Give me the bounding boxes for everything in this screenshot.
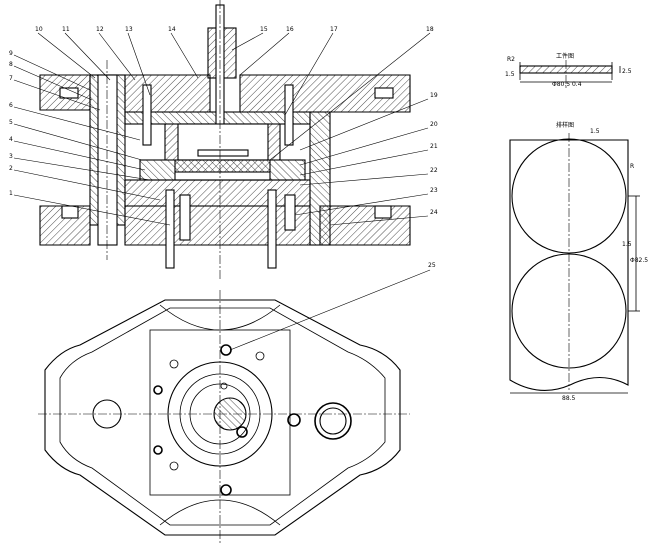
callout-4: 4: [9, 136, 13, 143]
lower-bolt-left: [165, 189, 175, 269]
lower-base-slot-right: [374, 205, 392, 219]
upper-base-slot-left: [59, 87, 79, 99]
die-set-outline-inner: [59, 307, 386, 526]
strip-layout: 排样图 1.5 R 1.5 Φ82.5 88.5: [509, 121, 648, 402]
callout-5: 5: [9, 119, 13, 126]
screw-hole-4: [153, 445, 163, 455]
push-plate: [197, 149, 249, 157]
die-plate: [124, 179, 311, 207]
callout-2: 2: [9, 165, 13, 172]
guide-bushing-right: [309, 111, 331, 246]
callout-13: 13: [125, 26, 133, 33]
callout-18: 18: [426, 26, 434, 33]
callout-21: 21: [430, 143, 438, 150]
part-dim-diameter: Φ80.5 0.4: [552, 81, 582, 88]
layout-dim-width: 88.5: [562, 395, 576, 402]
bolt-right-upper: [284, 84, 294, 146]
callout-19: 19: [430, 92, 438, 99]
callout-23: 23: [430, 187, 438, 194]
callout-1: 1: [9, 190, 13, 197]
die-ring-1: [167, 361, 273, 467]
callout-25: 25: [428, 262, 436, 269]
callout-3: 3: [9, 153, 13, 160]
pin-hole-2: [169, 461, 179, 471]
part-dim-height: 2.5: [622, 68, 632, 75]
callout-12: 12: [96, 26, 104, 33]
callout-10: 10: [35, 26, 43, 33]
callout-7: 7: [9, 75, 13, 82]
die-set-outline-outer: [44, 299, 401, 536]
callout-22: 22: [430, 167, 438, 174]
lower-bolt-right: [267, 189, 277, 269]
layout-dim-radius: R: [630, 163, 634, 170]
pin-hole-3: [255, 351, 265, 361]
layout-dim-top: 1.5: [590, 128, 600, 135]
guide-hole-left: [92, 399, 122, 429]
guide-post-left: [97, 74, 118, 246]
callout-24: 24: [430, 209, 438, 216]
callout-8: 8: [9, 61, 13, 68]
screw-hole-1: [220, 344, 232, 356]
strip-outline: [509, 139, 629, 391]
callout-6: 6: [9, 102, 13, 109]
die-cutout-top: [159, 304, 281, 331]
callout-9: 9: [9, 50, 13, 57]
die-cutout-bottom: [159, 499, 281, 526]
blank-holder: [174, 171, 271, 181]
callouts-top: 10 11 12 13 14 15 16 17 18: [35, 26, 434, 161]
section-view: [39, 0, 411, 280]
callout-17: 17: [330, 26, 338, 33]
die-ring-3: [189, 383, 251, 445]
pin-hole-1: [169, 359, 179, 369]
part-drawing: 工件图 1.5 2.5 R2 Φ80.5 0.4: [505, 52, 632, 88]
pin-hole-5: [236, 426, 248, 438]
layout-title: 排样图: [556, 121, 574, 129]
layout-dim-gap: 1.5: [622, 241, 632, 248]
upper-base-slot-right: [374, 87, 394, 99]
guide-hole-right-inner: [319, 407, 347, 435]
callout-16: 16: [286, 26, 294, 33]
pin-hole-6: [220, 382, 228, 390]
screw-hole-2: [220, 484, 232, 496]
callout-14: 14: [168, 26, 176, 33]
callout-11: 11: [62, 26, 70, 33]
part-dim-radius: R2: [507, 56, 515, 63]
bolt-left-upper: [142, 84, 152, 146]
layout-dim-pitch: Φ82.5: [630, 257, 648, 264]
callout-15: 15: [260, 26, 268, 33]
die-ring-4: [213, 397, 247, 431]
callout-20: 20: [430, 121, 438, 128]
guide-hole-right-outer: [314, 402, 352, 440]
lower-base-slot-left: [61, 205, 79, 219]
pin-hole-4: [287, 413, 301, 427]
part-dim-thickness: 1.5: [505, 71, 515, 78]
callouts-right: 19 20 21 22 23 24: [294, 92, 438, 226]
callouts-left: 9 8 7 6 5 4 3 2 1: [9, 50, 171, 226]
part-drawing-title: 工件图: [556, 52, 574, 60]
plan-view: 25: [38, 262, 436, 545]
lower-screw-left: [179, 194, 191, 241]
die-ring-2: [179, 373, 261, 455]
screw-hole-3: [153, 385, 163, 395]
lower-screw-right: [284, 194, 296, 231]
